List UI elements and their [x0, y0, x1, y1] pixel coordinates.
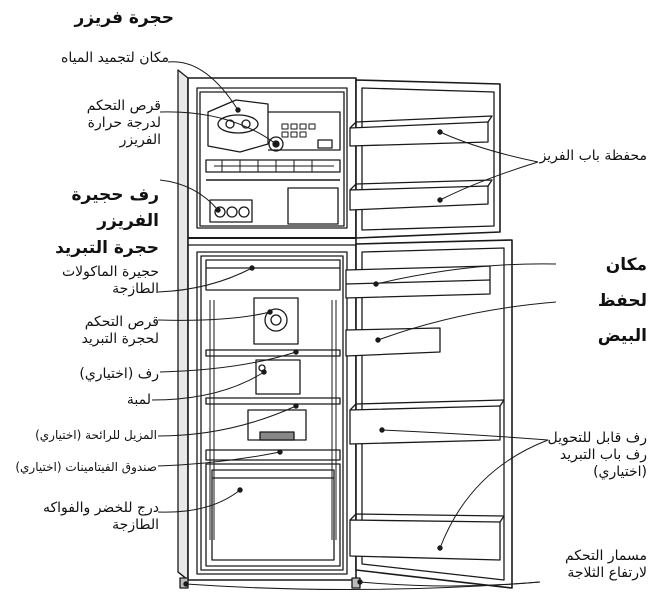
- label-fridge-temp-control: قرص التحكم لحجرة التبريد: [81, 314, 159, 347]
- fridge-door: [345, 239, 513, 589]
- label-shelf-optional: رف (اختياري): [79, 366, 159, 382]
- label-freezer-compartment: حجرة فريزر: [74, 8, 175, 28]
- label-freezer-door-pocket: محفظة باب الفريز: [539, 148, 647, 164]
- label-deodorizer-optional: المزيل للرائحة (اختياري): [35, 428, 157, 442]
- leader-lines: [151, 61, 557, 591]
- label-leveling-screw: مسمار التحكم لارتفاع الثلاجة: [564, 548, 647, 581]
- label-fridge-compartment: حجرة التبريد: [55, 238, 159, 258]
- label-water-ice-place: مكان لتجميد المياه: [61, 50, 169, 66]
- label-fresh-food-box: حجيرة الماكولات الطازجة: [61, 264, 159, 297]
- label-vegetable-drawer: درج للخضر والفواكه الطازجة: [42, 500, 159, 533]
- freezer-door: [349, 79, 501, 239]
- freezer-interior: [205, 99, 341, 225]
- label-freezer-shelf: رف حجيرة الفريزر: [71, 185, 159, 232]
- label-egg-place: مكان لحفظ البيض: [597, 255, 647, 347]
- label-door-shelf: رف قابل للتحويل رف باب التبريد (اختياري): [547, 430, 647, 480]
- label-lamp: لمبة: [126, 392, 151, 408]
- label-vitamin-box-optional: صندوق الفيتامينات (اختياري): [15, 460, 157, 474]
- label-freezer-temp-control: قرص التحكم لدرجة حرارة الفريزر: [86, 98, 161, 148]
